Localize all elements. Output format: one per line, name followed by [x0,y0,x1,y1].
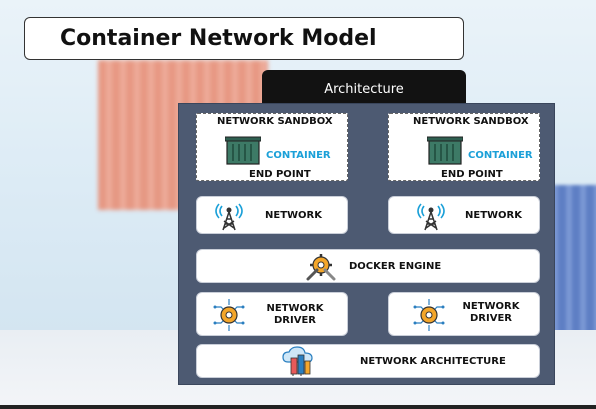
container-label: CONTAINER [468,150,533,161]
endpoint-label: END POINT [249,169,311,180]
cloud-building-icon [282,346,313,376]
network-driver-box-1: NETWORK DRIVER [196,292,348,336]
network-sandbox-1: NETWORK SANDBOX CONTAINER END POINT [196,113,348,181]
driver-label-line1: NETWORK [462,301,520,312]
network-architecture-box: NETWORK ARCHITECTURE [196,344,540,378]
shipping-container-icon [225,136,261,165]
network-label: NETWORK [465,210,523,221]
driver-label: NETWORK DRIVER [255,303,335,327]
sandbox-title: NETWORK SANDBOX [413,116,529,127]
gear-wrench-icon [306,254,336,281]
driver-label-line2: DRIVER [470,313,512,324]
network-label: NETWORK [265,210,323,221]
page-title: Container Network Model [60,26,377,51]
driver-label: NETWORK DRIVER [451,301,531,325]
title-box: Container Network Model [24,17,464,60]
circuit-gear-icon [213,299,245,331]
network-architecture-label: NETWORK ARCHITECTURE [360,356,506,367]
container-label: CONTAINER [266,150,331,161]
sandbox-title: NETWORK SANDBOX [217,116,333,127]
docker-engine-label: DOCKER ENGINE [349,261,442,272]
network-box-2: NETWORK [388,196,540,234]
network-box-1: NETWORK [196,196,348,234]
driver-label-line1: NETWORK [266,303,324,314]
antenna-tower-icon [215,203,243,231]
antenna-tower-icon [417,203,445,231]
network-driver-box-2: NETWORK DRIVER [388,292,540,336]
circuit-gear-icon [413,299,445,331]
architecture-panel: NETWORK SANDBOX CONTAINER END POINT NETW… [178,103,555,385]
network-sandbox-2: NETWORK SANDBOX CONTAINER END POINT [388,113,540,181]
driver-label-line2: DRIVER [274,315,316,326]
shipping-container-icon [427,136,463,165]
bottom-bar [0,405,596,409]
endpoint-label: END POINT [441,169,503,180]
docker-engine-box: DOCKER ENGINE [196,249,540,283]
